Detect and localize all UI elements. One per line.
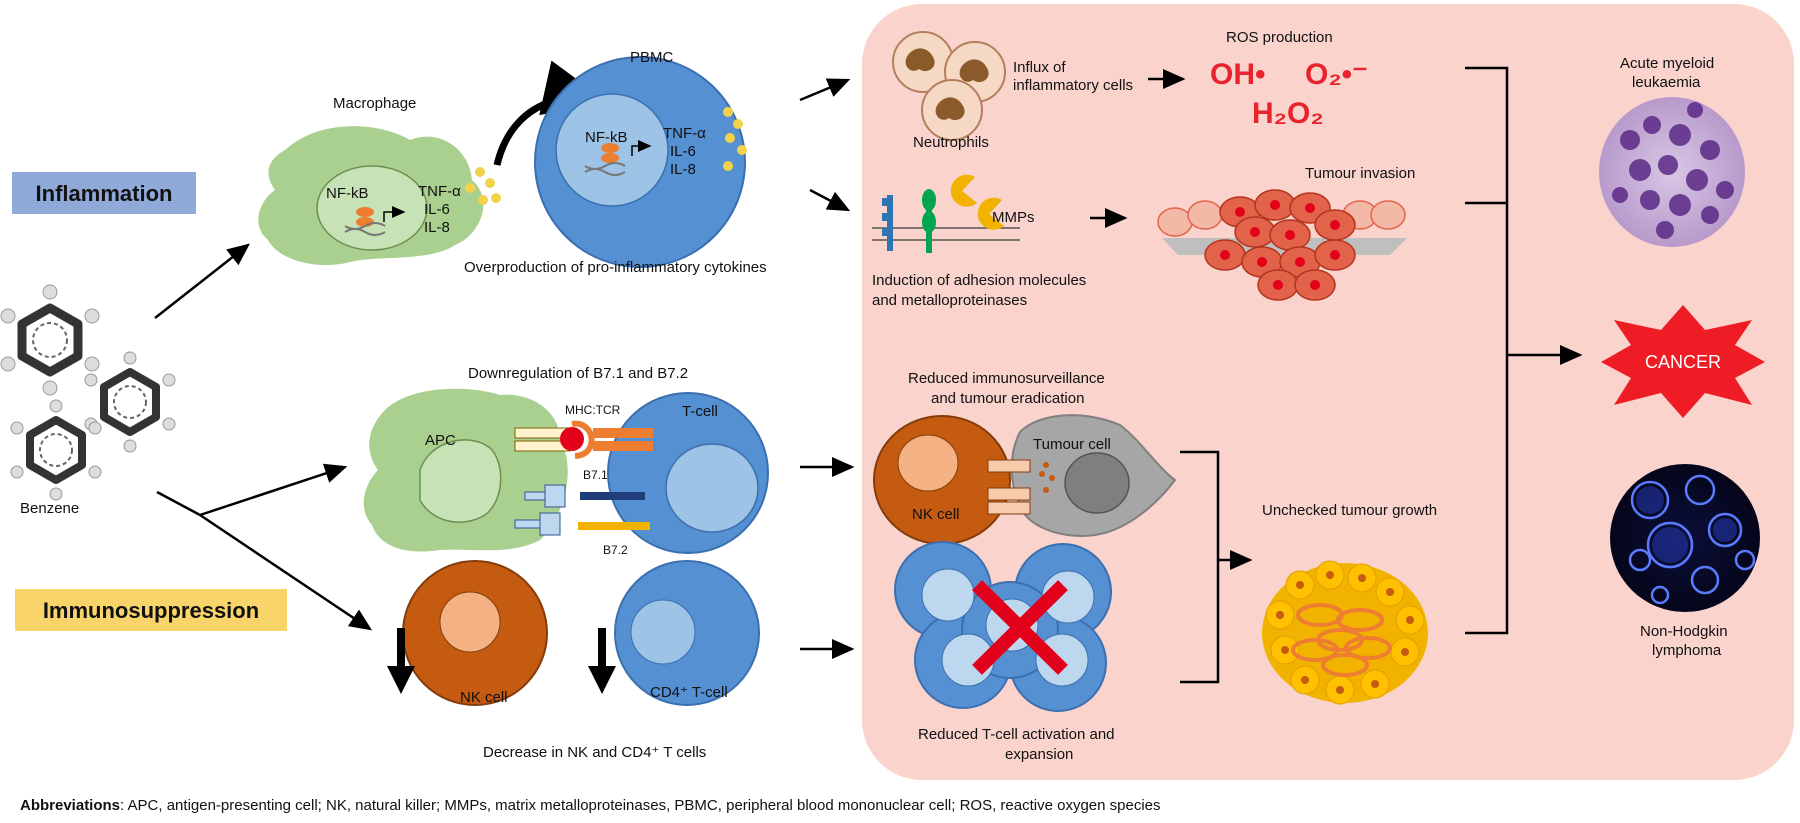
blocked-x-icon xyxy=(972,580,1068,675)
cd4-tcell-small xyxy=(614,560,760,706)
cancer-label: CANCER xyxy=(1645,352,1721,372)
cd4-tcell-label: CD4⁺ T-cell xyxy=(650,684,728,701)
b71-label: B7.1 xyxy=(583,468,608,482)
pbmc-cytokine-tnf: TNF-α xyxy=(663,125,706,142)
nhl-label-line1: Non-Hodgkin xyxy=(1640,623,1728,640)
immunosurveillance-label-line2: and tumour eradication xyxy=(931,390,1084,407)
immunosurveillance-label-line1: Reduced immunosurveillance xyxy=(908,370,1105,387)
immunosuppression-tag: Immunosuppression xyxy=(15,589,287,631)
nhl-label-line2: lymphoma xyxy=(1652,642,1722,659)
nk-attacking-label: NK cell xyxy=(912,506,960,523)
tcell-activation-label-line1: Reduced T-cell activation and xyxy=(918,726,1115,743)
decrease-arrow-icon xyxy=(387,628,616,694)
tumour-cell xyxy=(1010,414,1177,537)
cytokine-il8: IL-8 xyxy=(424,219,450,236)
influx-label-line2: inflammatory cells xyxy=(1013,77,1133,94)
pbmc-cytokine-list: TNF-α IL-6 IL-8 xyxy=(663,125,706,178)
growth-bracket xyxy=(1180,450,1253,684)
macrophage-cytokine-list: TNF-α IL-6 IL-8 xyxy=(418,183,461,236)
nk-cell-small xyxy=(402,560,548,706)
downregulation-title: Downregulation of B7.1 and B7.2 xyxy=(468,365,688,382)
aml-label-line1: Acute myeloid xyxy=(1620,55,1714,72)
neutrophils-cluster xyxy=(892,31,1006,141)
nhl-micrograph-image xyxy=(1610,464,1760,612)
abbreviations-footnote: Abbreviations: APC, antigen-presenting c… xyxy=(20,797,1161,814)
ros-hydrogen-peroxide: H₂O₂ xyxy=(1252,97,1324,130)
nk-cell-label: NK cell xyxy=(460,689,508,706)
neutrophils-label: Neutrophils xyxy=(913,134,989,151)
abbreviations-text: : APC, antigen-presenting cell; NK, natu… xyxy=(120,797,1161,814)
pbmc-cytokine-il6: IL-6 xyxy=(670,143,696,160)
pbmc-nfkb-label: NF-kB xyxy=(585,129,628,146)
tcell-activation-label-line2: expansion xyxy=(1005,746,1073,763)
benzene-arrows xyxy=(154,243,373,631)
benzene-label: Benzene xyxy=(20,500,79,517)
mmps-enzyme-icon xyxy=(950,174,1004,230)
cytokine-il6: IL-6 xyxy=(424,201,450,218)
tumour-invasion-cells xyxy=(1157,189,1407,301)
abbreviations-heading: Abbreviations xyxy=(20,797,121,814)
adhesion-label-line1: Induction of adhesion molecules xyxy=(872,272,1086,289)
nk-cell-attacking xyxy=(873,415,1055,545)
pbmc-cytokine-il8: IL-8 xyxy=(670,161,696,178)
benzene-molecule-icon xyxy=(0,284,176,501)
macrophage-cell xyxy=(258,126,501,266)
pbmc-label: PBMC xyxy=(630,49,674,66)
inflammation-tag: Inflammation xyxy=(12,172,196,214)
adhesion-label-line2: and metalloproteinases xyxy=(872,292,1027,309)
aml-label-line2: leukaemia xyxy=(1632,74,1701,91)
adhesion-molecules-icon xyxy=(872,189,1020,253)
decrease-caption: Decrease in NK and CD4⁺ T cells xyxy=(483,744,706,761)
apc-label: APC xyxy=(425,432,456,449)
b72-label: B7.2 xyxy=(603,543,628,557)
tumour-cell-label: Tumour cell xyxy=(1033,436,1111,453)
inflammation-output-arrows xyxy=(799,78,851,212)
influx-label-line1: Influx of xyxy=(1013,59,1066,76)
cytokine-overproduction-caption: Overproduction of pro-inflammatory cytok… xyxy=(464,259,767,276)
tumour-invasion-label: Tumour invasion xyxy=(1305,165,1415,182)
cancer-bracket xyxy=(1465,66,1583,635)
mmps-label: MMPs xyxy=(992,209,1035,226)
cytokine-tnf: TNF-α xyxy=(418,183,461,200)
unchecked-growth-label: Unchecked tumour growth xyxy=(1262,502,1437,519)
macrophage-label: Macrophage xyxy=(333,95,416,112)
tumour-mass xyxy=(1262,560,1428,705)
b7-costimulatory-molecules xyxy=(514,484,650,536)
immunosuppression-label: Immunosuppression xyxy=(43,598,259,623)
aml-micrograph-image xyxy=(1599,97,1745,247)
ros-hydroxyl: OH• xyxy=(1210,58,1266,91)
ros-title: ROS production xyxy=(1226,29,1333,46)
inflammation-label: Inflammation xyxy=(36,181,173,206)
cancer-star-icon: CANCER xyxy=(1601,305,1765,418)
tcell-label: T-cell xyxy=(682,403,718,420)
pbmc-cell xyxy=(534,56,747,268)
ros-superoxide: O₂•⁻ xyxy=(1305,58,1368,91)
mhc-tcr-complex xyxy=(514,420,653,459)
macrophage-nfkb-label: NF-kB xyxy=(326,185,369,202)
mhc-tcr-label: MHC:TCR xyxy=(565,403,621,417)
